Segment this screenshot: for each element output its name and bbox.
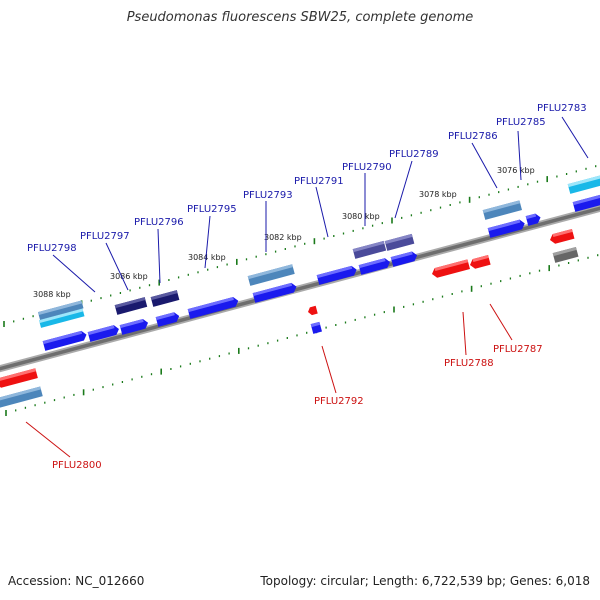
gene-feature <box>487 219 525 238</box>
gene-label-pflu2797: PFLU2797 <box>80 231 130 242</box>
genome-stats-text: Topology: circular; Length: 6,722,539 bp… <box>260 574 590 588</box>
gene-feature <box>390 251 418 267</box>
gene-label-pflu2788: PFLU2788 <box>444 358 494 369</box>
gene-feature <box>552 246 579 263</box>
gene-feature <box>38 308 85 328</box>
gene-feature <box>352 240 387 259</box>
kbp-label: 3082 kbp <box>264 233 302 242</box>
gene-feature <box>308 305 318 316</box>
gene-feature <box>316 265 357 285</box>
gene-feature <box>567 173 600 194</box>
map-title: Pseudomonas fluorescens SBW25, complete … <box>126 10 474 25</box>
gene-feature <box>150 290 180 307</box>
gene-label-pflu2793: PFLU2793 <box>243 190 293 201</box>
gene-label-pflu2785: PFLU2785 <box>496 117 546 128</box>
leader-line <box>561 116 589 159</box>
gene-label-pflu2783: PFLU2783 <box>537 103 587 114</box>
leader-line <box>204 215 211 269</box>
gene-label-pflu2792: PFLU2792 <box>314 396 364 407</box>
leader-line <box>105 242 129 291</box>
kbp-label: 3086 kbp <box>110 272 148 281</box>
gene-label-pflu2789: PFLU2789 <box>389 149 439 160</box>
gene-feature <box>550 228 575 244</box>
gene-feature <box>310 321 322 334</box>
kbp-tick-track-upper <box>3 165 597 327</box>
gene-feature <box>155 312 180 327</box>
kbp-tick-track-lower <box>5 254 599 416</box>
gene-label-pflu2796: PFLU2796 <box>134 217 184 228</box>
gene-feature <box>0 368 38 388</box>
leader-line <box>157 228 161 284</box>
gene-feature <box>37 300 84 320</box>
leader-line <box>462 311 467 356</box>
gene-feature <box>42 330 87 351</box>
leader-line <box>315 186 329 238</box>
gene-label-pflu2790: PFLU2790 <box>342 162 392 173</box>
accession-text: Accession: NC_012660 <box>8 574 145 588</box>
kbp-label: 3088 kbp <box>33 290 71 299</box>
gene-feature <box>525 213 541 226</box>
gene-label-pflu2791: PFLU2791 <box>294 176 344 187</box>
leader-line <box>52 254 96 293</box>
gene-label-pflu2787: PFLU2787 <box>493 344 543 355</box>
leader-line <box>394 160 413 219</box>
gene-label-pflu2800: PFLU2800 <box>52 460 102 471</box>
gene-feature <box>252 282 297 303</box>
gene-feature <box>119 318 149 335</box>
kbp-labels: 3088 kbp 3086 kbp 3084 kbp 3082 kbp 3080… <box>33 166 535 299</box>
gene-feature <box>482 200 522 220</box>
gene-feature <box>0 386 43 408</box>
gene-feature <box>87 325 119 342</box>
kbp-label: 3084 kbp <box>188 253 226 262</box>
gene-feature <box>114 297 148 315</box>
leader-line <box>517 130 522 181</box>
gene-label-pflu2786: PFLU2786 <box>448 131 498 142</box>
kbp-label: 3080 kbp <box>342 212 380 221</box>
gene-feature <box>470 254 491 269</box>
gene-label-pflu2798: PFLU2798 <box>27 243 77 254</box>
gene-feature <box>187 297 239 319</box>
leader-line <box>321 345 337 394</box>
gene-feature <box>358 258 390 275</box>
kbp-label: 3076 kbp <box>497 166 535 175</box>
leader-line <box>471 142 498 189</box>
gene-feature <box>432 259 470 278</box>
gene-feature <box>247 264 295 286</box>
kbp-label: 3078 kbp <box>419 190 457 199</box>
leader-line <box>25 421 71 458</box>
leader-line <box>489 303 513 341</box>
gene-feature <box>384 233 415 251</box>
gene-feature <box>572 193 600 212</box>
gene-label-pflu2795: PFLU2795 <box>187 204 237 215</box>
